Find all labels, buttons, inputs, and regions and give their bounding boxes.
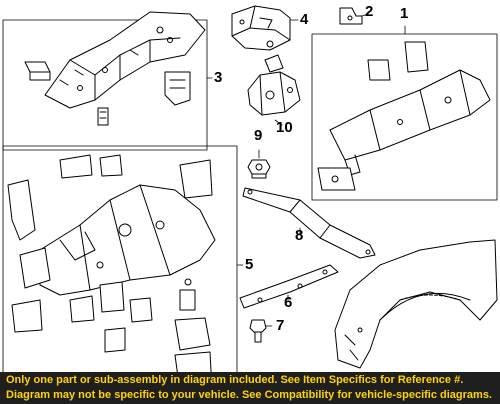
callout-10: 10 bbox=[276, 119, 293, 136]
exploded-parts-diagram bbox=[2, 5, 498, 372]
callout-1: 1 bbox=[400, 5, 409, 22]
fender-part bbox=[334, 239, 498, 369]
callout-2: 2 bbox=[365, 3, 374, 20]
callout-8: 8 bbox=[295, 227, 304, 244]
callout-7: 7 bbox=[276, 317, 285, 334]
callout-3: 3 bbox=[214, 69, 223, 86]
part-6-bar bbox=[239, 264, 339, 309]
callout-4: 4 bbox=[300, 11, 309, 28]
part-8-crossmember bbox=[242, 187, 376, 259]
part-10-bracket bbox=[247, 54, 301, 116]
frame-assembly-part bbox=[7, 154, 216, 372]
floor-rail-part bbox=[24, 11, 206, 126]
disclaimer-line-2: Diagram may not be specific to your vehi… bbox=[6, 389, 492, 401]
part-2-clip bbox=[339, 7, 363, 25]
leader-lines bbox=[206, 13, 406, 327]
callout-9: 9 bbox=[254, 127, 263, 144]
disclaimer-footer: Only one part or sub-assembly in diagram… bbox=[0, 372, 500, 404]
part-9-bolt bbox=[247, 159, 271, 179]
part-4-bracket bbox=[231, 5, 291, 51]
disclaimer-line-1: Only one part or sub-assembly in diagram… bbox=[6, 374, 464, 386]
group-5-box bbox=[2, 145, 238, 372]
callout-6: 6 bbox=[284, 294, 293, 311]
part-7-bolt bbox=[249, 319, 267, 343]
apron-assembly-part bbox=[317, 41, 491, 191]
group-1-box bbox=[311, 33, 498, 201]
callout-5: 5 bbox=[245, 256, 254, 273]
